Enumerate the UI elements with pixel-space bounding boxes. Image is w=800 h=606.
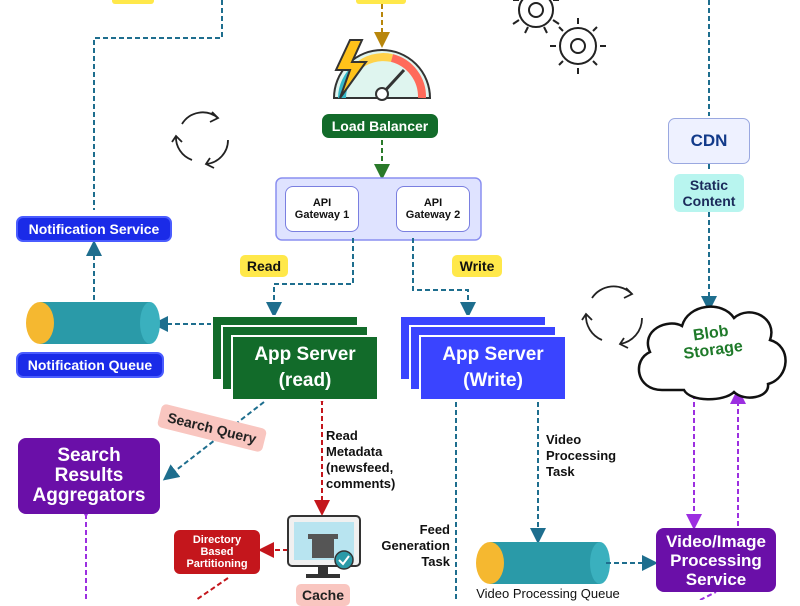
api-gateway-1: API Gateway 1 bbox=[285, 186, 359, 232]
top-cut-pill-center bbox=[356, 0, 406, 4]
app-read-layer-1 bbox=[231, 335, 379, 401]
refresh-cycle-icon-right bbox=[581, 285, 643, 349]
notification-queue-label: Notification Queue bbox=[16, 352, 164, 378]
cdn-box: CDN bbox=[668, 118, 750, 164]
static-content-label: Static Content bbox=[674, 174, 744, 212]
gears-icon bbox=[512, 0, 606, 74]
api-gateway-2: API Gateway 2 bbox=[396, 186, 470, 232]
notification-service-label: Notification Service bbox=[16, 216, 172, 242]
video-image-processing-service: Video/Image Processing Service bbox=[656, 528, 776, 592]
search-results-aggregators: Search Results Aggregators bbox=[18, 438, 160, 514]
write-label: Write bbox=[452, 255, 502, 277]
arrow-directory-down bbox=[195, 577, 229, 600]
blob-storage-cloud bbox=[637, 305, 787, 401]
load-balancer-label: Load Balancer bbox=[322, 114, 438, 138]
video-processing-task-label: Video Processing Task bbox=[546, 432, 617, 479]
video-queue-cylinder bbox=[476, 542, 610, 584]
app-server-read-label: App Server (read) bbox=[254, 344, 356, 391]
app-server-write-label: App Server (Write) bbox=[442, 344, 544, 391]
arrow-search-query bbox=[162, 401, 265, 481]
refresh-cycle-icon-left bbox=[171, 111, 229, 169]
load-balancer-icon bbox=[332, 39, 432, 101]
app-write-layer-1 bbox=[419, 335, 567, 401]
arrow-video-bottom bbox=[699, 591, 717, 600]
read-label: Read bbox=[240, 255, 288, 277]
notification-queue-cylinder bbox=[26, 302, 160, 344]
video-processing-queue-label: Video Processing Queue bbox=[476, 585, 620, 601]
top-cut-pill-left bbox=[112, 0, 154, 4]
arrow-gateway-to-app-read bbox=[266, 238, 354, 318]
read-metadata-label: Read Metadata (newsfeed, comments) bbox=[326, 428, 396, 491]
arrow-top-left-to-notification bbox=[93, 0, 223, 210]
directory-based-partitioning: Directory Based Partitioning bbox=[174, 530, 260, 574]
cache-icon bbox=[287, 515, 361, 578]
arrow-gateway-to-app-write bbox=[412, 238, 476, 318]
cache-label: Cache bbox=[296, 584, 350, 606]
feed-generation-task-label: Feed Generation Task bbox=[381, 522, 450, 569]
